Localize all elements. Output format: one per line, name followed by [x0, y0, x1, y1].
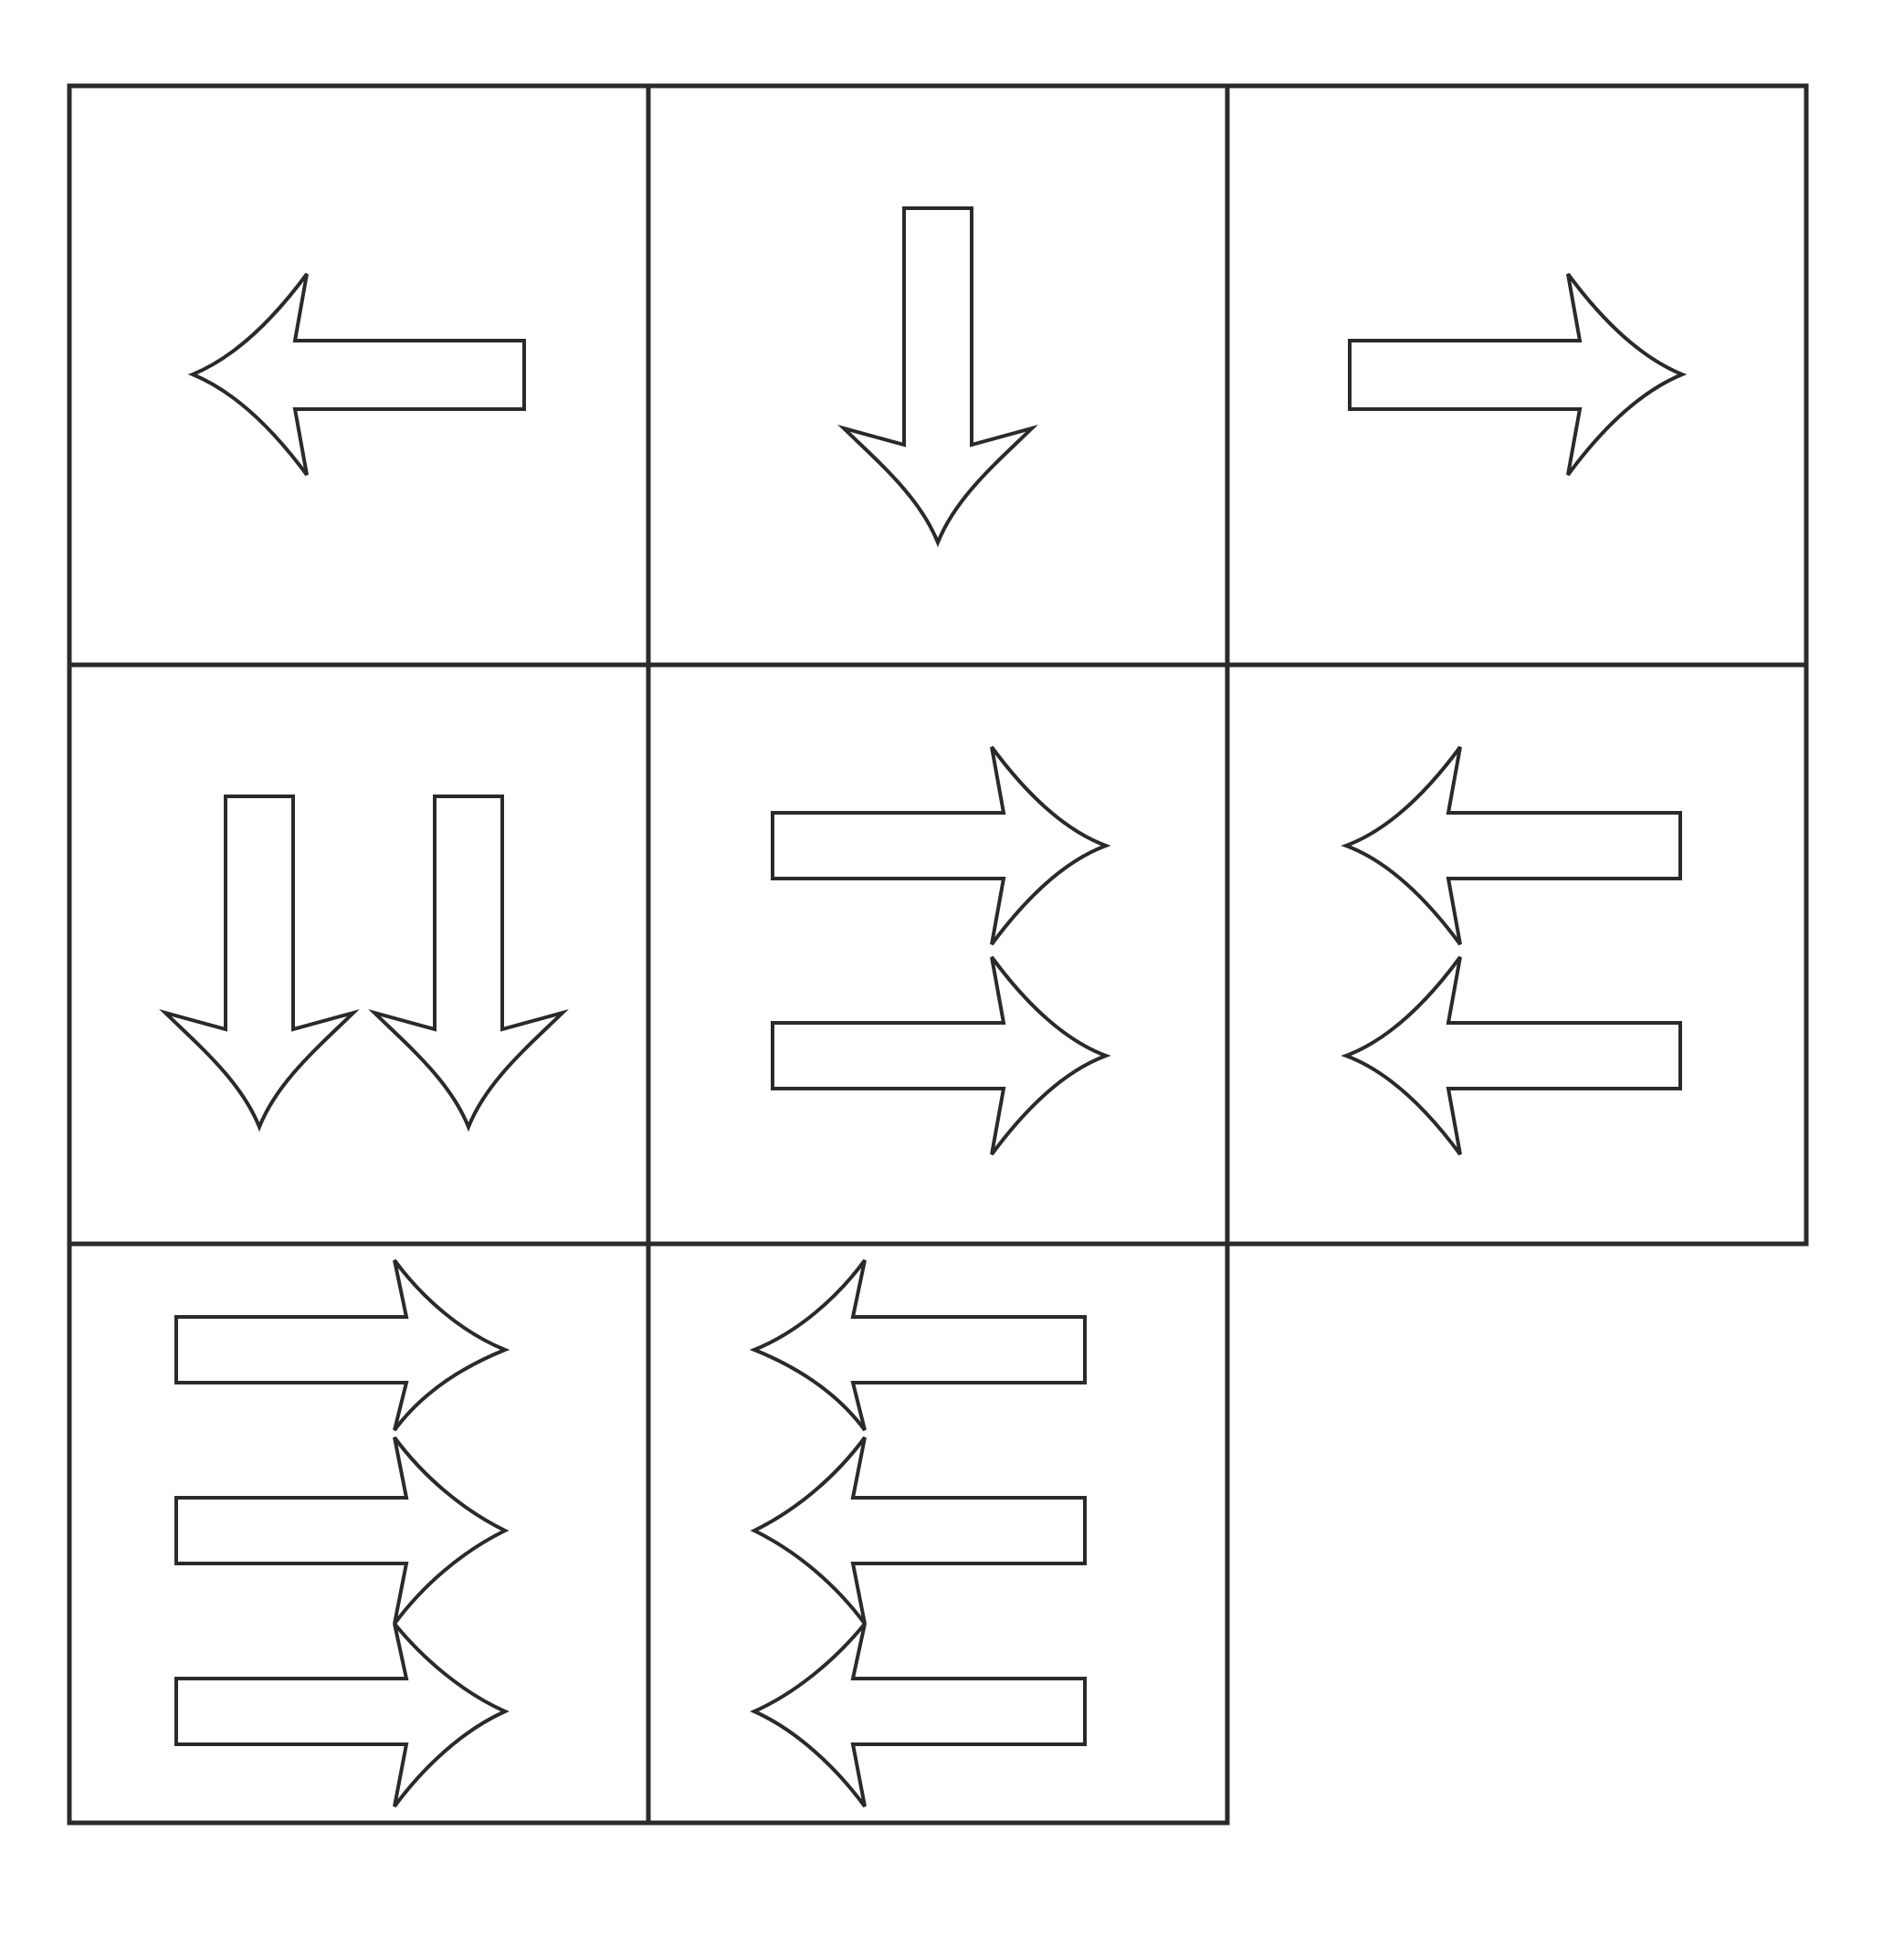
arrow-left-icon — [1341, 955, 1682, 1156]
cell-r0-c0 — [67, 83, 651, 668]
cell-r2-c0 — [67, 1241, 651, 1826]
arrow-right-icon — [771, 955, 1111, 1156]
arrow-right-icon — [771, 745, 1111, 946]
arrow-right-icon — [174, 1436, 510, 1626]
arrow-left-icon — [750, 1622, 1087, 1808]
cell-r1-c2 — [1225, 662, 1809, 1247]
cell-r0-c1 — [646, 83, 1230, 668]
cell-r0-c2 — [1225, 83, 1809, 668]
arrow-down-icon — [159, 795, 360, 1132]
arrow-down-icon — [368, 795, 569, 1132]
arrow-left-icon — [187, 272, 526, 477]
arrow-down-icon — [837, 206, 1038, 548]
arrow-right-icon — [174, 1622, 510, 1808]
arrow-right-icon — [174, 1258, 510, 1432]
arrow-right-icon — [1348, 272, 1688, 477]
cell-r2-c1 — [646, 1241, 1230, 1826]
cell-r1-c1 — [646, 662, 1230, 1247]
arrow-left-icon — [749, 1258, 1087, 1432]
cell-r1-c0 — [67, 662, 651, 1247]
arrow-left-icon — [750, 1436, 1087, 1626]
arrow-left-icon — [1341, 745, 1682, 946]
